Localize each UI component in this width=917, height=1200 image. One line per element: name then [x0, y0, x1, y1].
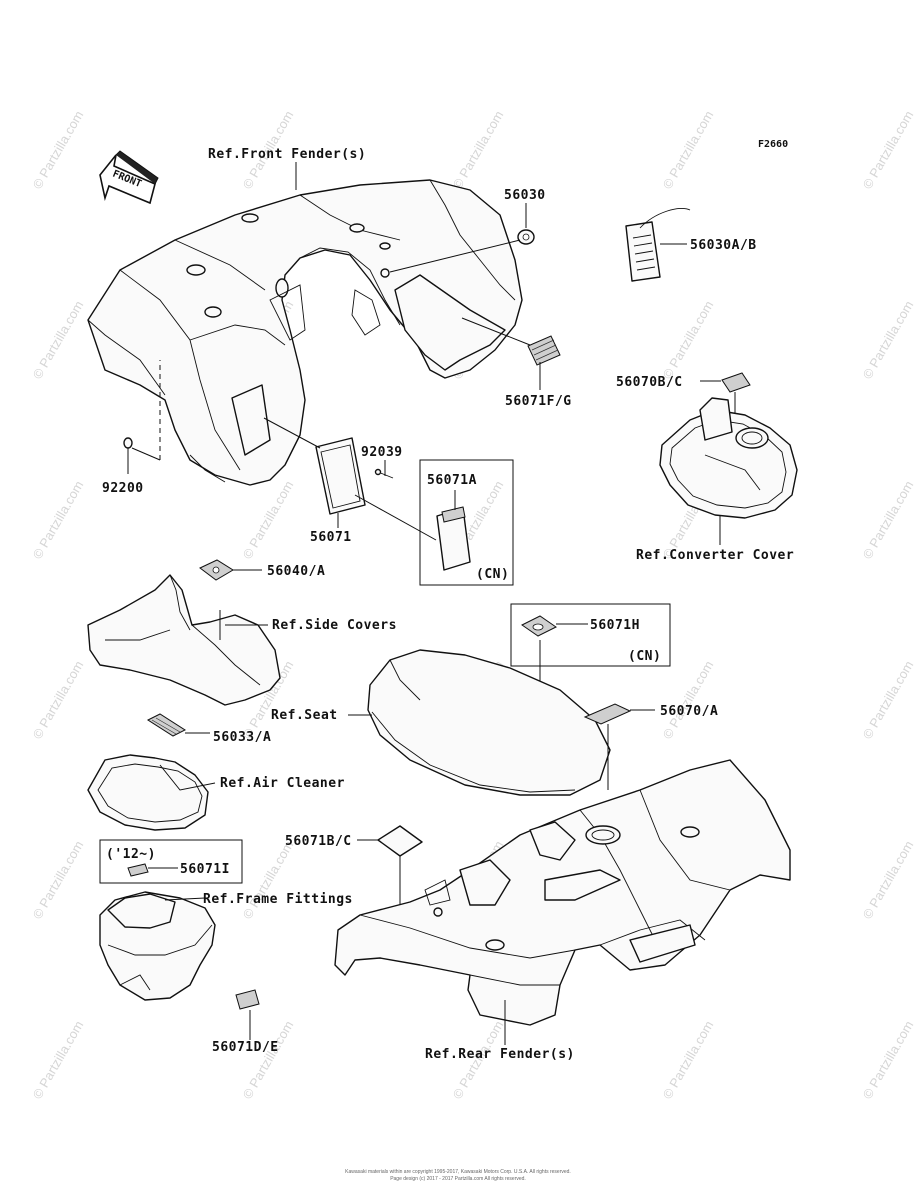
- callout-56071de: 56071D/E: [212, 1040, 279, 1055]
- air-cleaner-part: [87, 713, 216, 831]
- grommet-56030-part: [389, 203, 535, 273]
- copyright-line-2: Page design (c) 2017 - 2017 Partzilla.co…: [390, 1176, 526, 1182]
- tag-56030ab-part: [625, 208, 691, 282]
- watermark: © Partzilla.com: [240, 478, 297, 561]
- callout-ref-rear-fender: Ref.Rear Fender(s): [425, 1047, 575, 1062]
- callout-56071fg: 56071F/G: [505, 394, 572, 409]
- callout-92200: 92200: [102, 481, 144, 496]
- cn-variant-box-56071h: [510, 603, 671, 667]
- cn-variant-box-56071a: [419, 459, 514, 586]
- diagram-code: F2660: [758, 139, 788, 150]
- watermark: © Partzilla.com: [30, 108, 87, 191]
- callout-cn-56071a: (CN): [476, 567, 509, 582]
- watermark: © Partzilla.com: [30, 1018, 87, 1101]
- callout-ref-seat: Ref.Seat: [271, 708, 338, 723]
- callout-ref-front-fender: Ref.Front Fender(s): [208, 147, 366, 162]
- callout-cn-56071h: (CN): [628, 649, 661, 664]
- watermark: © Partzilla.com: [860, 838, 917, 921]
- watermark: © Partzilla.com: [860, 108, 917, 191]
- watermark: © Partzilla.com: [30, 838, 87, 921]
- year-variant-box-56071i: [99, 839, 243, 884]
- watermark: © Partzilla.com: [860, 298, 917, 381]
- watermark: © Partzilla.com: [240, 1018, 297, 1101]
- side-covers-part: [87, 559, 281, 706]
- watermark: © Partzilla.com: [240, 838, 297, 921]
- callout-56071: 56071: [310, 530, 352, 545]
- screw-92039-part: [374, 460, 394, 479]
- callout-56070a: 56070/A: [660, 704, 718, 719]
- front-direction-arrow-icon: FRONT: [99, 150, 159, 205]
- callout-56040a: 56040/A: [267, 564, 325, 579]
- callout-56071a: 56071A: [427, 473, 477, 488]
- seat-part: [348, 649, 611, 796]
- callout-ref-converter-cover: Ref.Converter Cover: [636, 548, 794, 563]
- copyright-line-1: Kawasaki materials within are copyright …: [345, 1169, 571, 1175]
- frame-fittings-part: [99, 863, 260, 1040]
- callout-56033a: 56033/A: [213, 730, 271, 745]
- callout-56071i: 56071I: [180, 862, 230, 877]
- watermark: © Partzilla.com: [30, 478, 87, 561]
- watermark: © Partzilla.com: [860, 1018, 917, 1101]
- converter-cover-part: [659, 372, 798, 545]
- watermark: © Partzilla.com: [660, 298, 717, 381]
- callout-56071h: 56071H: [590, 618, 640, 633]
- callout-ref-air-cleaner: Ref.Air Cleaner: [220, 776, 345, 791]
- callout-56070bc: 56070B/C: [616, 375, 683, 390]
- callout-ref-frame-fittings: Ref.Frame Fittings: [203, 892, 353, 907]
- watermark: © Partzilla.com: [30, 658, 87, 741]
- label-56071fg-part: [461, 317, 561, 390]
- watermark: © Partzilla.com: [660, 658, 717, 741]
- callout-56030: 56030: [504, 188, 546, 203]
- label-56070a-part: [583, 703, 655, 790]
- rear-fender-part: [334, 759, 791, 1045]
- plate-56071a-part: [436, 490, 471, 571]
- watermark: © Partzilla.com: [450, 108, 507, 191]
- watermark: © Partzilla.com: [860, 658, 917, 741]
- callout-56030ab: 56030A/B: [690, 238, 757, 253]
- callout-56071bc: 56071B/C: [285, 834, 352, 849]
- watermark: © Partzilla.com: [860, 478, 917, 561]
- watermark: © Partzilla.com: [660, 108, 717, 191]
- callout-year-12: ('12~): [106, 847, 156, 862]
- watermark: © Partzilla.com: [660, 1018, 717, 1101]
- callout-92039: 92039: [361, 445, 403, 460]
- callout-ref-side-covers: Ref.Side Covers: [272, 618, 397, 633]
- watermark: © Partzilla.com: [30, 298, 87, 381]
- fastener-92200-part: [123, 360, 161, 474]
- plate-56071-part: [263, 417, 437, 541]
- label-56071bc-part: [357, 825, 423, 910]
- front-fender-part: [87, 179, 523, 486]
